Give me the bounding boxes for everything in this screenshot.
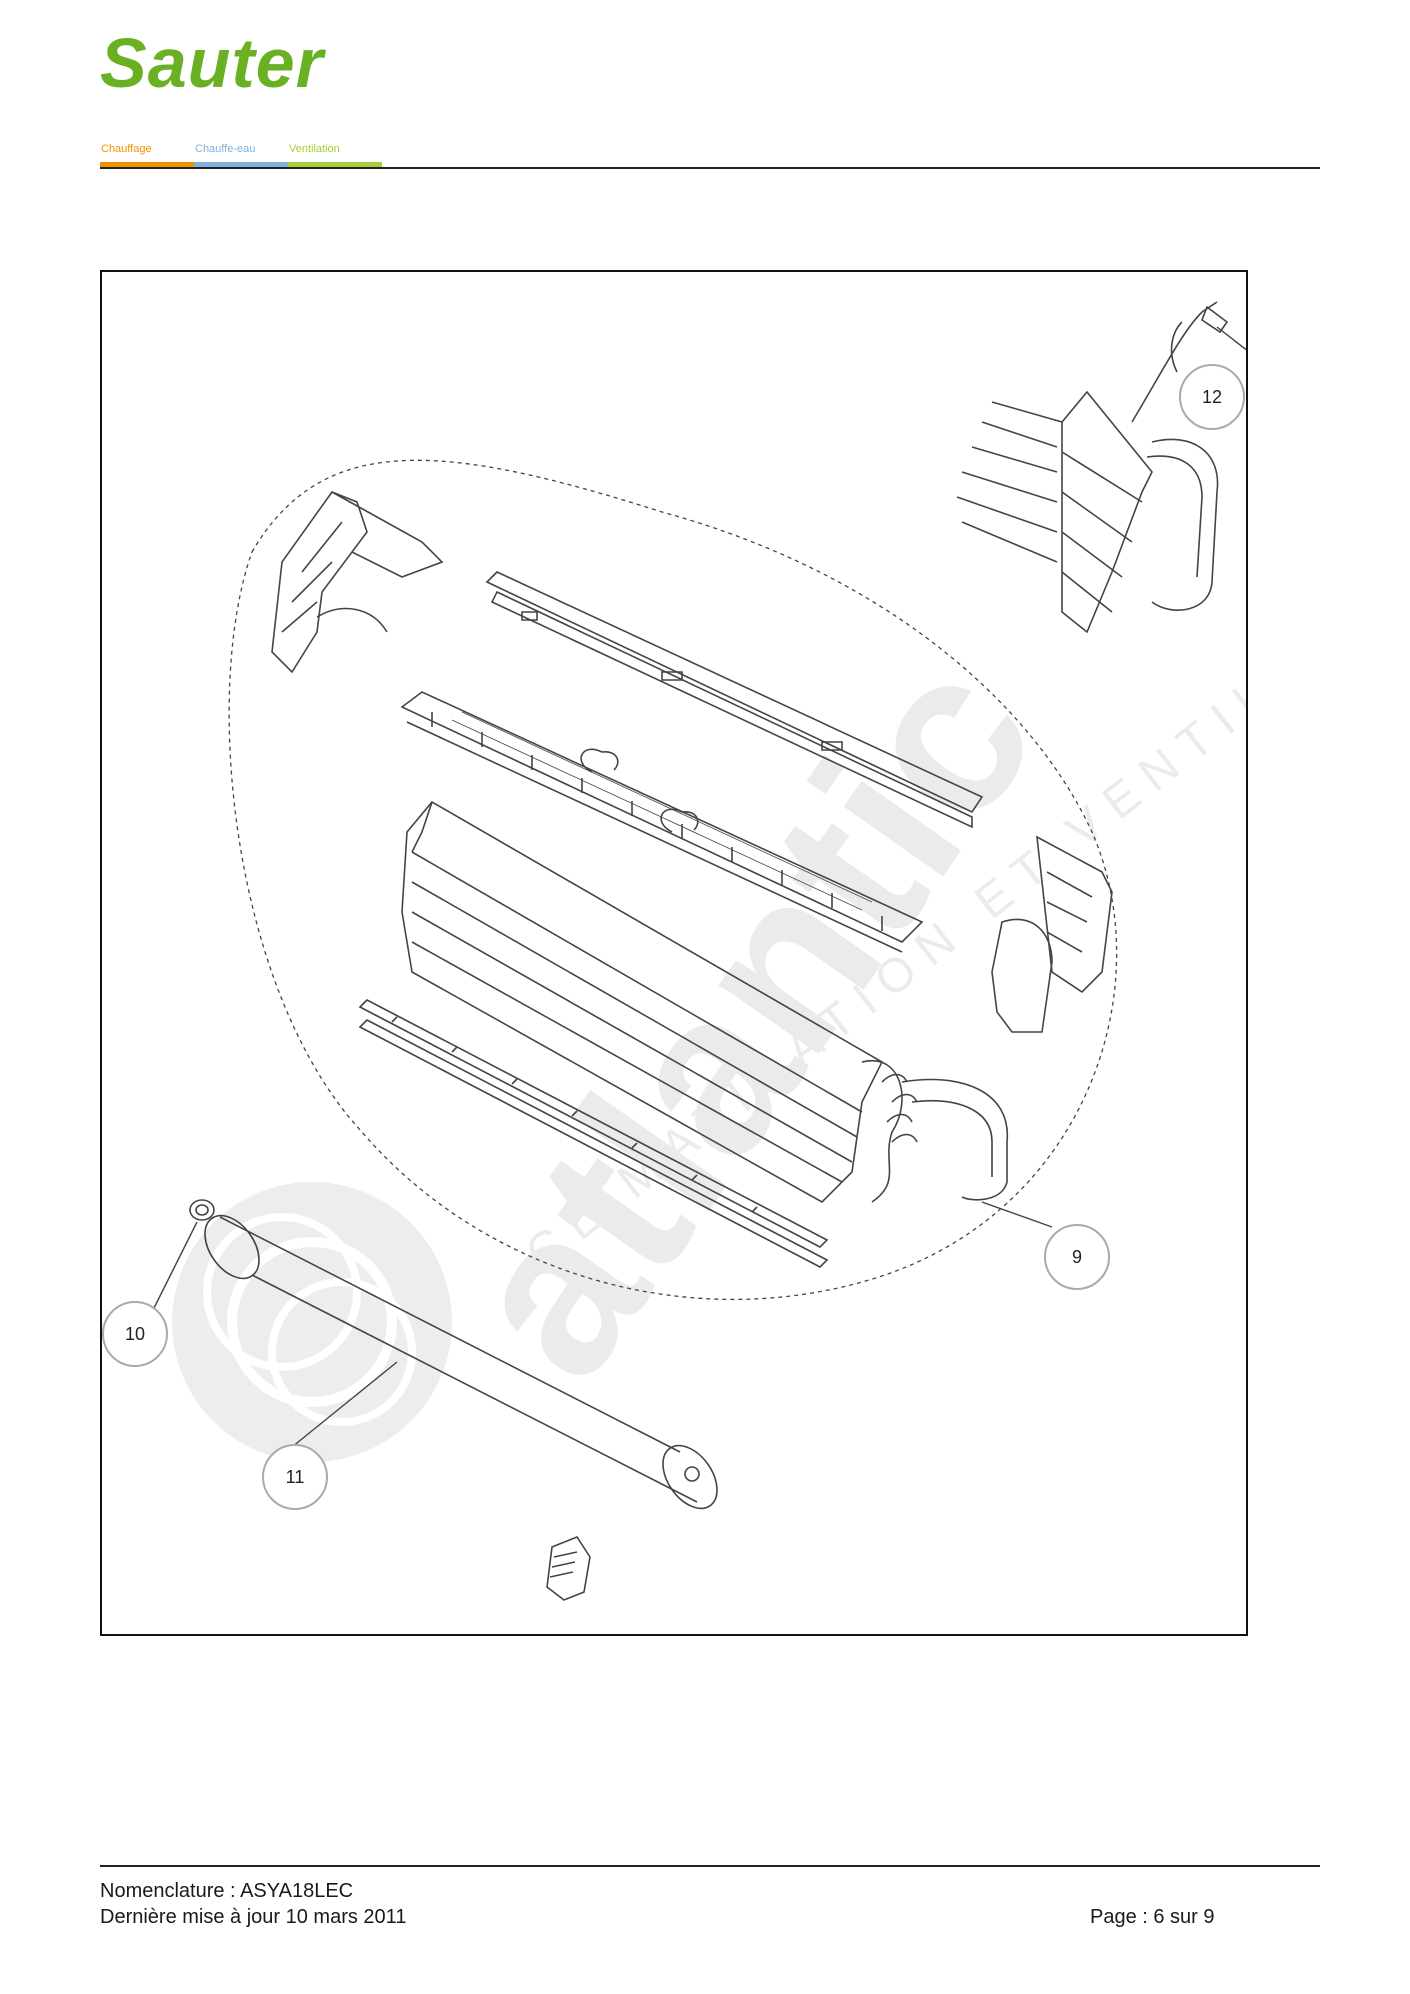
louver-grille [400,691,924,953]
callout-number: 9 [1072,1247,1082,1267]
tagline-chauffe-eau: Chauffe-eau [194,142,288,168]
tagline-bar [100,162,194,168]
footer-updated-date: Dernière mise à jour 10 mars 2011 [100,1906,407,1928]
callout-12: 12 [1179,364,1245,430]
bearing-part [189,1199,215,1221]
footer-divider [100,1865,1320,1867]
evaporator-coil [401,800,1008,1203]
footer-page-number: Page : 6 sur 9 [1090,1906,1215,1928]
callout-number: 10 [125,1324,145,1344]
brand-tagline: Chauffage Chauffe-eau Ventilation [100,142,382,168]
sauter-logo: Sauter [100,24,324,102]
exploded-view-diagram: atlantic CLIMATISATION ET VENTILATION [100,270,1248,1636]
callout-number: 12 [1202,387,1222,407]
footer-nomenclature: Nomenclature : ASYA18LEC [100,1880,354,1902]
tagline-label: Chauffe-eau [195,143,256,155]
left-bracket [271,491,444,674]
tagline-bar [288,162,382,168]
coil-end-section [956,301,1229,634]
tagline-chauffage: Chauffage [100,142,194,168]
leader-lines [151,326,1246,1448]
callout-11: 11 [262,1444,328,1510]
spring-clip [580,748,619,773]
crossflow-fan [204,1214,718,1510]
callout-9: 9 [1044,1224,1110,1290]
tagline-bar [194,162,288,168]
callout-number: 11 [286,1467,305,1487]
spring-clip [660,808,699,833]
tagline-label: Chauffage [101,143,152,155]
bottom-rail [358,999,829,1268]
right-bracket [991,835,1113,1033]
top-rail [485,571,984,829]
callout-10: 10 [102,1301,168,1367]
tagline-label: Ventilation [289,143,340,155]
diagram-canvas: atlantic CLIMATISATION ET VENTILATION [102,301,1246,1601]
assembly-boundary [228,459,1118,1301]
header-divider [100,167,1320,169]
motor-connector [546,1536,591,1601]
tagline-ventilation: Ventilation [288,142,382,168]
